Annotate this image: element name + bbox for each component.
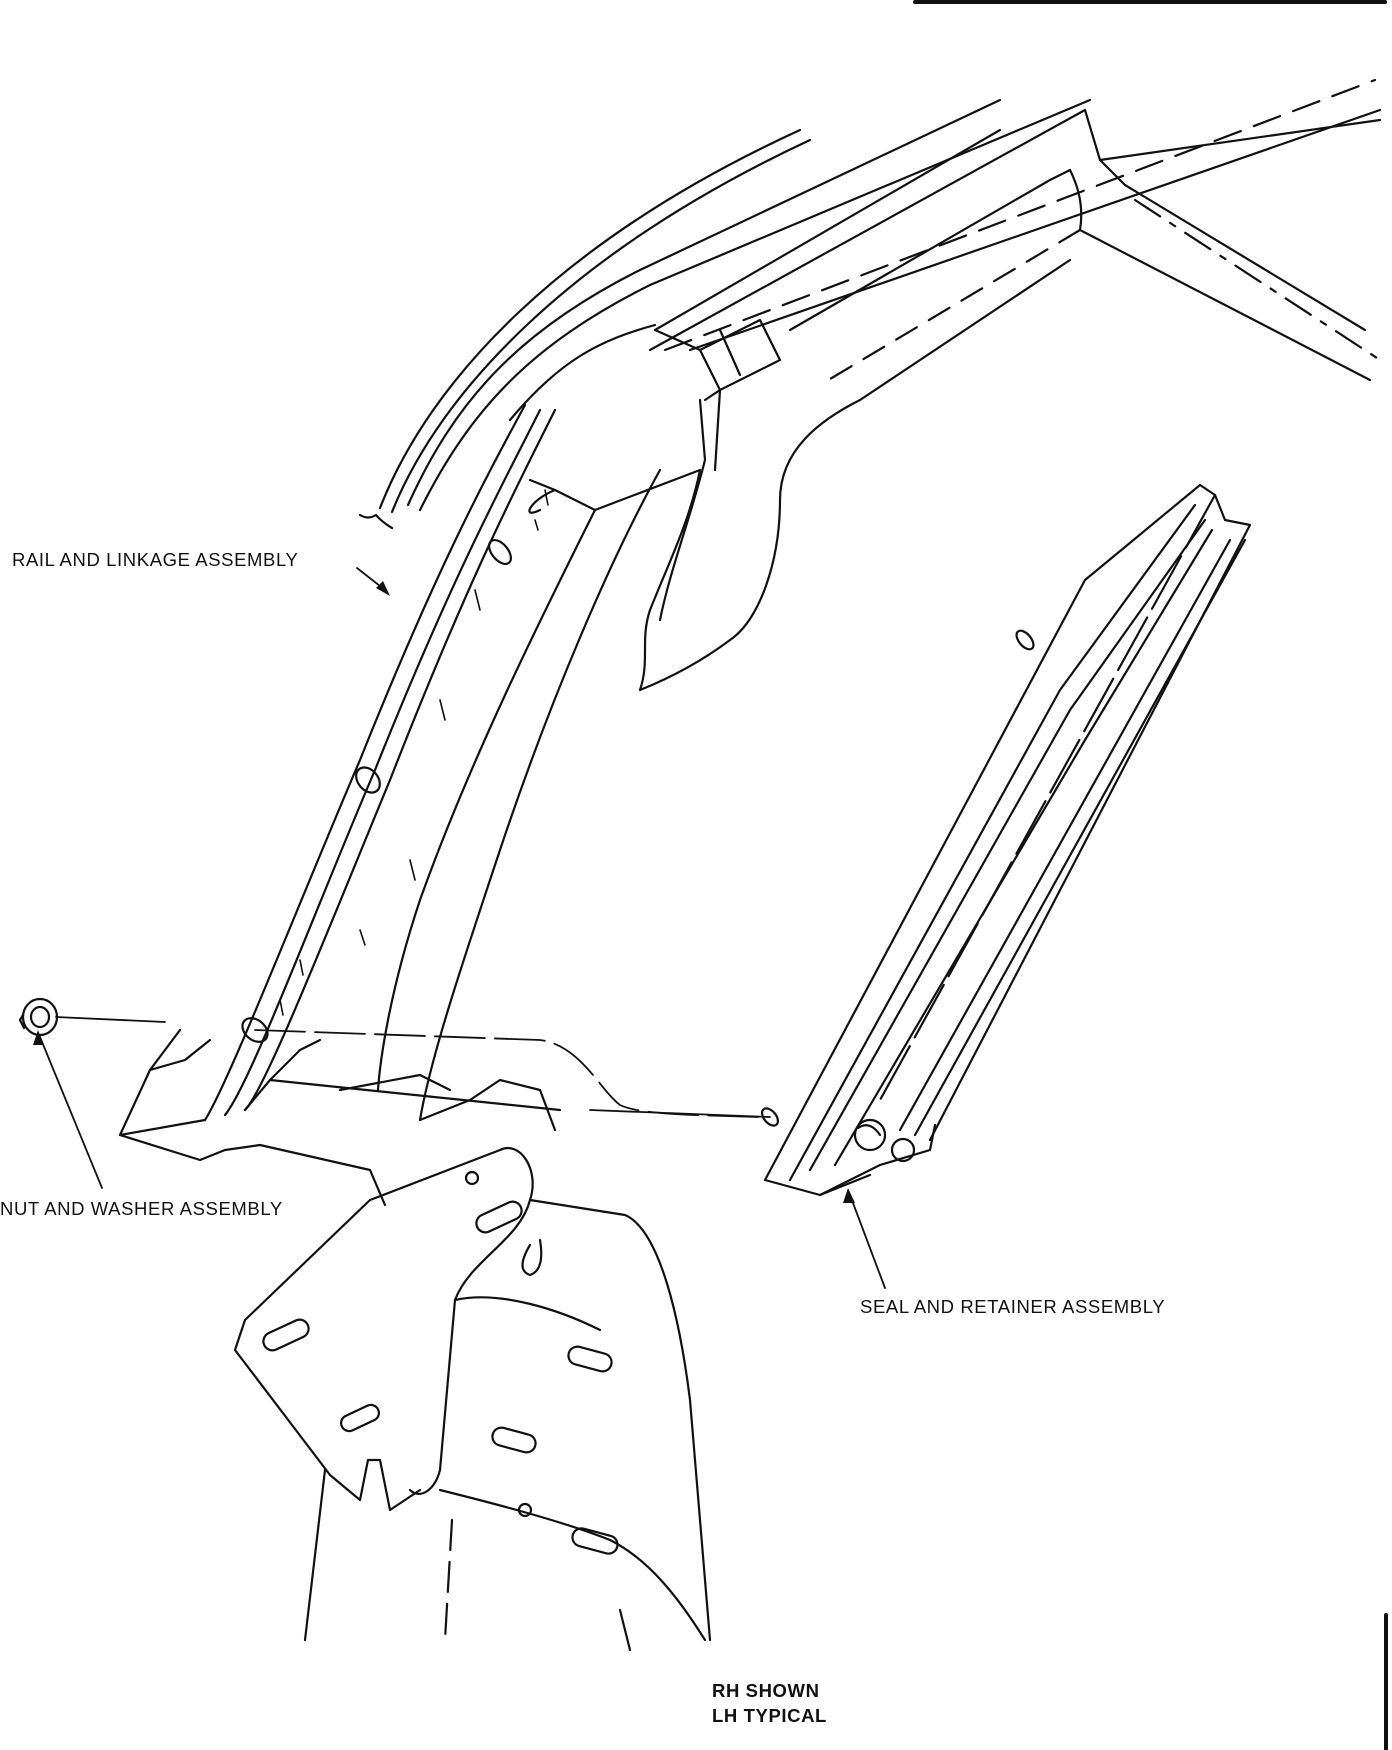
rail-studs	[241, 539, 1035, 1127]
alignment-lines	[55, 1016, 771, 1118]
note-line-1: RH SHOWN	[712, 1680, 820, 1701]
rail-and-linkage-label: RAIL AND LINKAGE ASSEMBLY	[12, 549, 299, 570]
side-note: RH SHOWN LH TYPICAL	[712, 1678, 827, 1728]
leader-arrowheads	[33, 581, 855, 1203]
nut-and-washer-assembly	[18, 997, 59, 1037]
note-line-2: LH TYPICAL	[712, 1705, 827, 1726]
seal-and-retainer-assembly	[763, 483, 1252, 1197]
leader-lines	[39, 567, 886, 1289]
nut-and-washer-label: NUT AND WASHER ASSEMBLY	[0, 1198, 283, 1219]
seal-and-retainer-label: SEAL AND RETAINER ASSEMBLY	[860, 1296, 1166, 1317]
rail-and-linkage-assembly	[118, 78, 1382, 1207]
hinge-bracket	[233, 1147, 712, 1652]
